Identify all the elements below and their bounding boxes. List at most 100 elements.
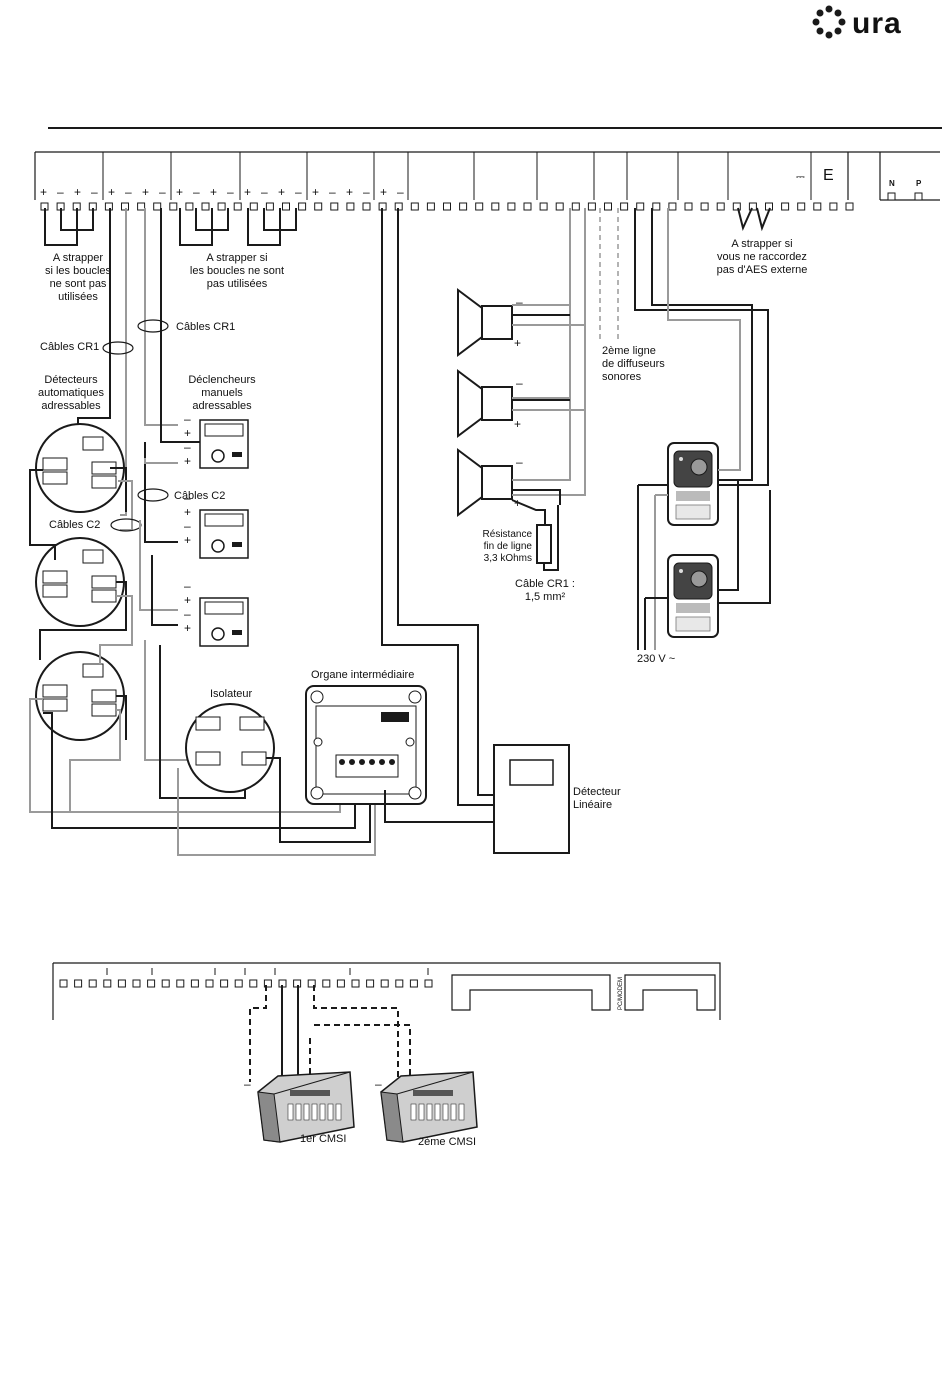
polarity-sign: – <box>184 440 191 454</box>
polarity-sign: + <box>244 185 251 199</box>
polarity-sign: – <box>184 491 191 505</box>
strap-loops-note-2: A strapper si les boucles ne sont pas ut… <box>190 252 284 290</box>
isolator: Isolateur <box>185 688 275 793</box>
terminal-screw <box>346 202 355 211</box>
svg-text:pas utilisées: pas utilisées <box>207 278 268 290</box>
terminal-screw <box>265 202 274 211</box>
terminal-screw <box>409 979 418 988</box>
svg-text:A strapper si: A strapper si <box>731 238 792 250</box>
cable-marker <box>137 488 169 502</box>
terminal-screw <box>459 202 468 211</box>
svg-text:Résistance: Résistance <box>483 529 533 540</box>
polarity-sign: + <box>74 185 81 199</box>
polarity-sign: – <box>159 185 166 199</box>
polarity-sign: – <box>91 185 98 199</box>
terminal-screw <box>684 202 693 211</box>
svg-text:automatiques: automatiques <box>38 387 105 399</box>
lower-terminal-block: PC/MODEM <box>52 962 721 1020</box>
second-line-label: 2ème ligne de diffuseurs sonores <box>602 345 665 383</box>
sounder: –+ <box>457 369 523 438</box>
phase-label: P <box>916 179 922 188</box>
svg-text:ne sont pas: ne sont pas <box>50 278 107 290</box>
terminal-screw <box>190 979 199 988</box>
cmsi-unit <box>257 1071 355 1143</box>
intermediate-device: Organe intermédiaire <box>305 669 427 805</box>
terminal-screw <box>781 202 790 211</box>
terminal-screw <box>322 979 331 988</box>
polarity-sign: – <box>261 185 268 199</box>
power-supply-unit <box>667 442 719 526</box>
terminal-screw <box>829 202 838 211</box>
terminal-screw <box>523 202 532 211</box>
manual-call-point: –+–+ <box>184 412 249 469</box>
terminal-screw <box>366 979 375 988</box>
svg-text:fin de ligne: fin de ligne <box>484 541 533 552</box>
auto-detector <box>35 423 125 513</box>
cables-c2-label-b: Câbles C2 <box>174 490 225 502</box>
svg-text:de diffuseurs: de diffuseurs <box>602 358 665 370</box>
terminal-screw <box>539 202 548 211</box>
polarity-sign: + <box>514 336 521 350</box>
polarity-sign: – <box>184 519 191 533</box>
mains-label: 230 V ~ <box>637 653 675 665</box>
terminal-screw <box>185 202 194 211</box>
polarity-sign: – <box>516 376 523 390</box>
polarity-sign: – <box>516 455 523 469</box>
svg-text:A strapper si: A strapper si <box>206 252 267 264</box>
terminal-screw <box>732 202 741 211</box>
svg-text:les boucles ne sont: les boucles ne sont <box>190 265 284 277</box>
svg-text:Linéaire: Linéaire <box>573 799 612 811</box>
cmsi-1-label: 1er CMSI <box>300 1133 346 1145</box>
terminal-screw <box>336 979 345 988</box>
isolator-label: Isolateur <box>210 688 253 700</box>
cable-marker <box>102 341 134 355</box>
panel-terminal-block: +–+–+–+–+–+–+–+–+–+–+– ⎓ E N P <box>34 151 940 211</box>
polarity-sign: + <box>312 185 319 199</box>
terminal-screw <box>491 202 500 211</box>
terminal-screw <box>137 202 146 211</box>
terminal-screw <box>351 979 360 988</box>
polarity-sign: + <box>184 426 191 440</box>
polarity-sign: – <box>184 579 191 593</box>
polarity-sign: + <box>108 185 115 199</box>
polarity-sign: – <box>397 185 404 199</box>
terminal-screw <box>604 202 612 211</box>
terminal-screw <box>161 979 170 988</box>
resistor-label: Résistance fin de ligne 3,3 kOhms <box>483 529 533 564</box>
terminal-screw <box>153 202 162 211</box>
svg-text:Déclencheurs: Déclencheurs <box>188 374 256 386</box>
svg-text:adressables: adressables <box>41 400 101 412</box>
dc-symbol: ⎓ <box>796 171 805 183</box>
svg-text:Détecteur: Détecteur <box>573 786 621 798</box>
power-supply-unit <box>667 554 719 638</box>
terminal-screw <box>410 202 419 211</box>
terminal-screw <box>103 979 112 988</box>
terminal-screw <box>636 202 645 211</box>
manual-triggers-label: Déclencheurs manuels adressables <box>188 374 256 412</box>
manual-call-point: –+–+ <box>184 491 249 559</box>
svg-text:manuels: manuels <box>201 387 243 399</box>
sounder: –+ <box>457 448 523 517</box>
polarity-sign: + <box>142 185 149 199</box>
terminal-screw <box>652 202 661 211</box>
earth-label: E <box>823 167 834 184</box>
terminal-screw <box>424 979 433 988</box>
svg-text:sonores: sonores <box>602 371 642 383</box>
neutral-label: N <box>889 179 895 188</box>
auto-detectors-label: Détecteurs automatiques adressables <box>38 374 105 412</box>
polarity-sign: – <box>184 607 191 621</box>
terminal-screw <box>475 202 484 211</box>
terminal-screw <box>217 202 226 211</box>
terminal-screw <box>249 979 258 988</box>
terminal-screw <box>620 202 629 211</box>
terminal-screw <box>59 979 68 988</box>
terminal-screw <box>330 202 339 211</box>
svg-text:utilisées: utilisées <box>58 291 98 303</box>
cmsi-2-label: 2ème CMSI <box>418 1136 476 1148</box>
terminal-screw <box>426 202 435 211</box>
terminal-screw <box>74 979 83 988</box>
terminal-screw <box>507 202 516 211</box>
terminal-screw <box>555 202 564 211</box>
terminal-screw <box>132 979 141 988</box>
